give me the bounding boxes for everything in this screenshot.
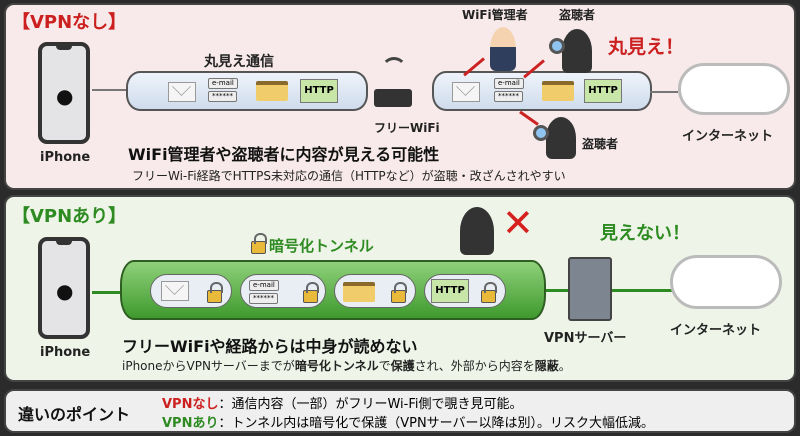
blocked-x-icon: ✕ [502,201,534,245]
connection-line [650,91,678,93]
description-emphasis: 隠蔽 [534,359,559,373]
lock-icon [391,282,407,303]
internet-label: インターネット [670,323,762,338]
description-emphasis: 暗号化トンネル [294,359,379,373]
iphone-icon: ● [38,42,90,144]
router-label: フリーWiFi [374,121,440,135]
magnifier-icon [533,125,549,141]
connection-line [92,291,124,294]
email-field: e-mail [208,78,238,89]
wifi-admin-person-icon [490,27,516,71]
password-field: ****** [249,293,278,304]
description-text: され、外部から内容を [414,359,535,373]
with-vpn-description: iPhoneからVPNサーバーまでが暗号化トンネルで保護され、外部から内容を隠蔽… [122,357,571,374]
credit-card-icon [343,282,375,302]
with-vpn-panel: 【VPNあり】 ● iPhone 暗号化トンネル e-mail ****** HT… [4,195,796,382]
point-row-with-vpn: VPNあり：トンネル内は暗号化で保護（VPNサーバー以降は別）。リスク大幅低減。 [162,412,654,431]
no-vpn-heading: WiFi管理者や盗聴者に内容が見える可能性 [128,145,440,164]
point-row-no-vpn: VPNなし：通信内容（一部）がフリーWi-Fi側で覗き見可能。 [162,393,523,412]
point-text: ：通信内容（一部）がフリーWi-Fi側で覗き見可能。 [218,397,523,412]
email-field: e-mail [494,78,524,89]
description-emphasis: 保護 [390,359,415,373]
lock-icon [481,282,497,303]
credit-card-icon [542,81,574,101]
invisible-alert: 見えない！ [600,223,690,244]
confused-eavesdropper-icon [460,207,494,255]
password-field: ****** [494,91,523,102]
encrypted-packet [334,274,416,308]
http-doc: HTTP [431,279,469,303]
internet-cloud-icon [670,255,782,309]
http-doc: HTTP [584,79,622,103]
encrypted-packet: HTTP [424,274,506,308]
email-field: e-mail [249,280,279,291]
connection-line [92,89,128,91]
key-points-panel: 違いのポイント VPNなし：通信内容（一部）がフリーWi-Fi側で覗き見可能。 … [4,389,796,433]
iphone-label: iPhone [40,150,91,165]
no-vpn-description: フリーWi-Fi経路でHTTPS未対応の通信（HTTPなど）が盗聴・改ざんされや… [132,169,566,183]
key-points-title: 違いのポイント [18,405,131,424]
wifi-router-icon [374,57,412,109]
http-doc: HTTP [300,79,338,103]
encrypted-tunnel: e-mail ****** HTTP [120,260,546,320]
wifi-admin-label: WiFi管理者 [462,8,528,22]
lock-icon [303,282,319,303]
email-envelope-icon [168,82,196,102]
encrypted-packet: e-mail ****** [240,274,326,308]
point-text: ：トンネル内は暗号化で保護（VPNサーバー以降は別）。リスク大幅低減。 [218,416,655,431]
description-text: iPhoneからVPNサーバーまでが [122,359,295,373]
vpn-server-icon [568,257,612,321]
eavesdropper-label-bottom: 盗聴者 [582,137,619,151]
no-vpn-panel: 【VPNなし】 ● iPhone 丸見え通信 e-mail ****** HTT… [4,3,796,190]
eavesdropper-icon [562,29,592,73]
internet-label: インターネット [682,129,774,144]
exposed-alert: 丸見え！ [608,36,685,58]
connection-line [546,289,570,292]
apple-logo-icon: ● [56,84,74,108]
magnifier-icon [549,38,565,54]
with-vpn-heading: フリーWiFiや経路からは中身が読めない [122,337,418,356]
description-text: 。 [558,359,571,373]
iphone-icon: ● [38,237,90,339]
plain-tunnel-2: e-mail ****** HTTP [432,71,652,111]
vpn-server-label: VPNサーバー [544,331,627,346]
arrow-icon [519,110,539,126]
tunnel-label: 丸見え通信 [204,54,274,70]
encrypted-tunnel-label: 暗号化トンネル [269,237,374,255]
point-label: VPNあり [162,416,219,431]
point-label: VPNなし [162,397,219,412]
apple-logo-icon: ● [56,279,74,303]
lock-icon [207,282,223,303]
eavesdropper-icon-bottom [546,117,576,159]
connection-line [612,289,672,292]
lock-icon [251,233,267,254]
email-envelope-icon [161,281,189,301]
description-text: で [378,359,391,373]
no-vpn-title: 【VPNなし】 [12,12,127,33]
internet-cloud-icon [678,63,790,115]
iphone-label: iPhone [40,345,91,360]
eavesdropper-label-top: 盗聴者 [559,8,596,22]
encrypted-packet [150,274,232,308]
email-envelope-icon [452,82,480,102]
credit-card-icon [256,81,288,101]
plain-tunnel: e-mail ****** HTTP [126,71,368,111]
with-vpn-title: 【VPNあり】 [12,206,127,227]
password-field: ****** [208,91,237,102]
